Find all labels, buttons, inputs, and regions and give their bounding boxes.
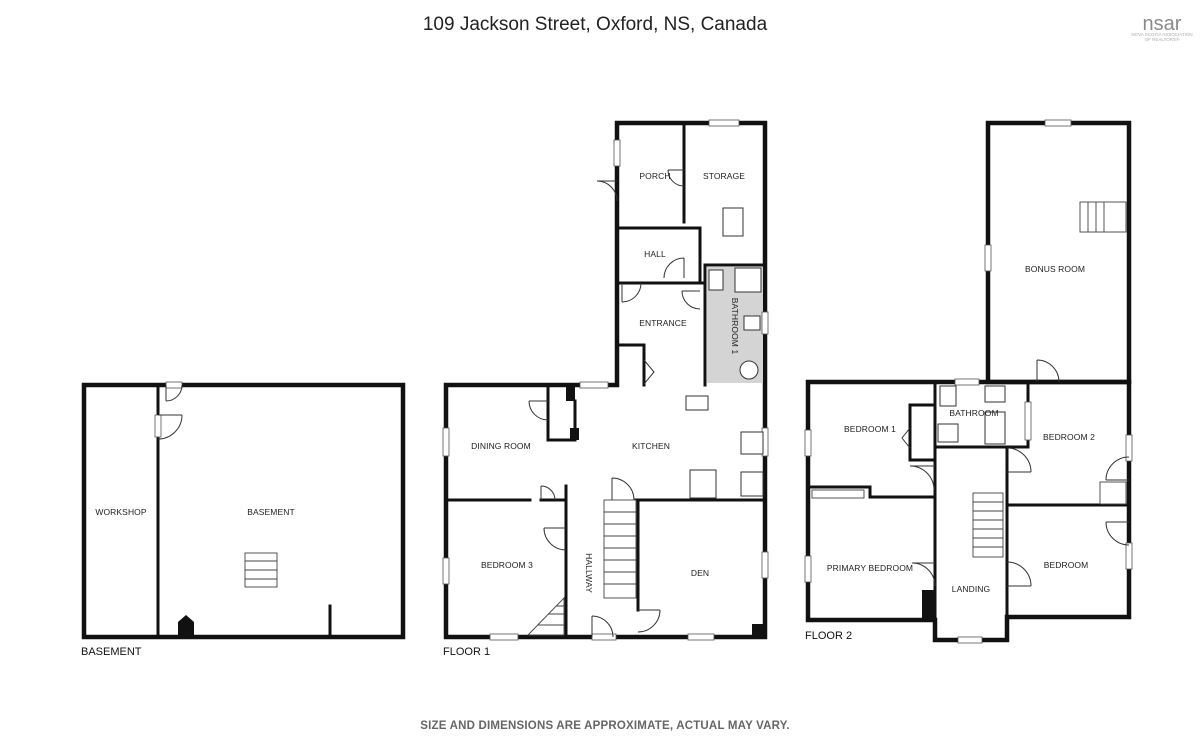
bath1-shower [734, 267, 762, 293]
bed2-window [1125, 434, 1133, 462]
room-label-den: DEN [691, 568, 709, 578]
dining-bedroom3-door [540, 485, 556, 501]
room-label-landing: LANDING [952, 584, 991, 594]
bonus-room-door [1036, 359, 1060, 383]
bath-sink [937, 423, 959, 443]
bedroom-closet-door [1105, 521, 1130, 546]
kitchen-table [689, 469, 717, 499]
room-label-hall: HALL [644, 249, 666, 259]
room-label-bedroom1: BEDROOM 1 [844, 424, 896, 434]
floor-label-floor1: FLOOR 1 [443, 646, 490, 658]
kitchen-window [579, 381, 609, 389]
workshop-door-gap [154, 414, 162, 438]
dining-door [528, 400, 549, 421]
front-door-gap [591, 633, 617, 641]
basement-plan: WORKSHOP BASEMENT BASEMENT [81, 381, 406, 658]
chimney-block-f2 [922, 590, 934, 620]
floor1-plan: PORCH STORAGE HALL ENTRANCE BATHROOM 1 D… [442, 119, 769, 658]
room-label-bathroom: BATHROOM [949, 408, 998, 418]
room-label-dining-room: DINING ROOM [471, 441, 531, 451]
porch-storage-door [667, 169, 685, 187]
bedroom-door [1006, 561, 1032, 587]
floor2-plan: BONUS ROOM BEDROOM 1 BATHROOM BEDROOM 2 … [804, 119, 1133, 644]
bath1-toilet [708, 269, 724, 291]
porch-exterior-door [596, 180, 618, 202]
primary-door [911, 562, 936, 587]
closet-door [643, 359, 655, 385]
basement-outer-wall [81, 382, 406, 640]
room-label-hallway: HALLWAY [584, 553, 594, 593]
bath1-washer [739, 360, 759, 380]
bed2-door [1006, 447, 1032, 473]
bath-toilet [939, 385, 957, 407]
dining-window [442, 427, 450, 457]
bedroom3-south-window [489, 633, 519, 641]
room-label-workshop: WORKSHOP [95, 507, 147, 517]
workshop-door [157, 414, 183, 440]
stove [740, 471, 764, 497]
basement-stairs [244, 552, 278, 588]
bed2-closet-door [1105, 456, 1130, 481]
basement-exterior-door [165, 384, 183, 402]
front-door [591, 615, 614, 638]
bedroom3-window [442, 557, 450, 585]
room-label-porch: PORCH [639, 171, 670, 181]
floor-label-floor2: FLOOR 2 [805, 630, 852, 642]
entrance-door [621, 282, 642, 303]
room-label-bedroom3: BEDROOM 3 [481, 560, 533, 570]
den-south-window [687, 633, 715, 641]
hall-door [663, 257, 685, 279]
nsar-logo: nsar NOVA SCOTIA ASSOCIATION OF REALTORS… [1131, 13, 1192, 42]
kitchen-den-door [611, 477, 635, 501]
bed1-closet-door [901, 427, 911, 449]
bath-window [954, 378, 980, 386]
kitchen-island [685, 395, 709, 411]
den-window [761, 551, 769, 579]
bedroom3-door [543, 527, 567, 551]
den-door [637, 609, 661, 633]
bath1-door [681, 290, 701, 310]
disclaimer-text: SIZE AND DIMENSIONS ARE APPROXIMATE, ACT… [420, 720, 789, 732]
bath-shower [984, 385, 1006, 403]
bath1-window [761, 311, 769, 335]
storage-window [708, 119, 740, 127]
chimney-block-1 [566, 387, 575, 401]
den-corner-post [752, 624, 764, 636]
room-label-basement: BASEMENT [247, 507, 295, 517]
bath-tub [984, 411, 1006, 445]
bonus-window-top [1044, 119, 1072, 127]
floor-label-basement: BASEMENT [81, 646, 142, 658]
floor2-stairs [811, 201, 1127, 558]
bed1-window [804, 429, 812, 457]
storage-stairs [722, 207, 744, 237]
bed1-door [909, 465, 935, 491]
kitchen-sink [740, 431, 764, 455]
room-label-entrance: ENTRANCE [639, 318, 687, 328]
floor2-outer-wall [805, 379, 1132, 643]
property-address-title: 109 Jackson Street, Oxford, NS, Canada [423, 14, 768, 35]
landing-window [957, 636, 983, 644]
logo-subtext-2: OF REALTORS® [1145, 36, 1180, 42]
room-label-kitchen: KITCHEN [632, 441, 670, 451]
furnace-chimney [178, 615, 194, 637]
floor1-stairs [526, 499, 637, 636]
bath-door-gap [1024, 401, 1032, 441]
primary-window [804, 555, 812, 583]
bedroom-window [1125, 542, 1133, 570]
bonus-room-wall [985, 120, 1132, 385]
room-label-bonus-room: BONUS ROOM [1025, 264, 1085, 274]
bath1-sink [743, 315, 761, 331]
room-label-bedroom: BEDROOM [1044, 560, 1089, 570]
room-label-storage: STORAGE [703, 171, 745, 181]
room-label-bathroom1: BATHROOM 1 [730, 298, 740, 355]
bonus-window-left [984, 244, 992, 272]
room-label-bedroom2: BEDROOM 2 [1043, 432, 1095, 442]
logo-text: nsar [1143, 13, 1182, 35]
logo-subtext-1: NOVA SCOTIA ASSOCIATION [1131, 32, 1192, 37]
room-label-primary-bedroom: PRIMARY BEDROOM [827, 563, 913, 573]
porch-window [613, 139, 621, 167]
basement-exterior-door-gap [165, 381, 183, 389]
